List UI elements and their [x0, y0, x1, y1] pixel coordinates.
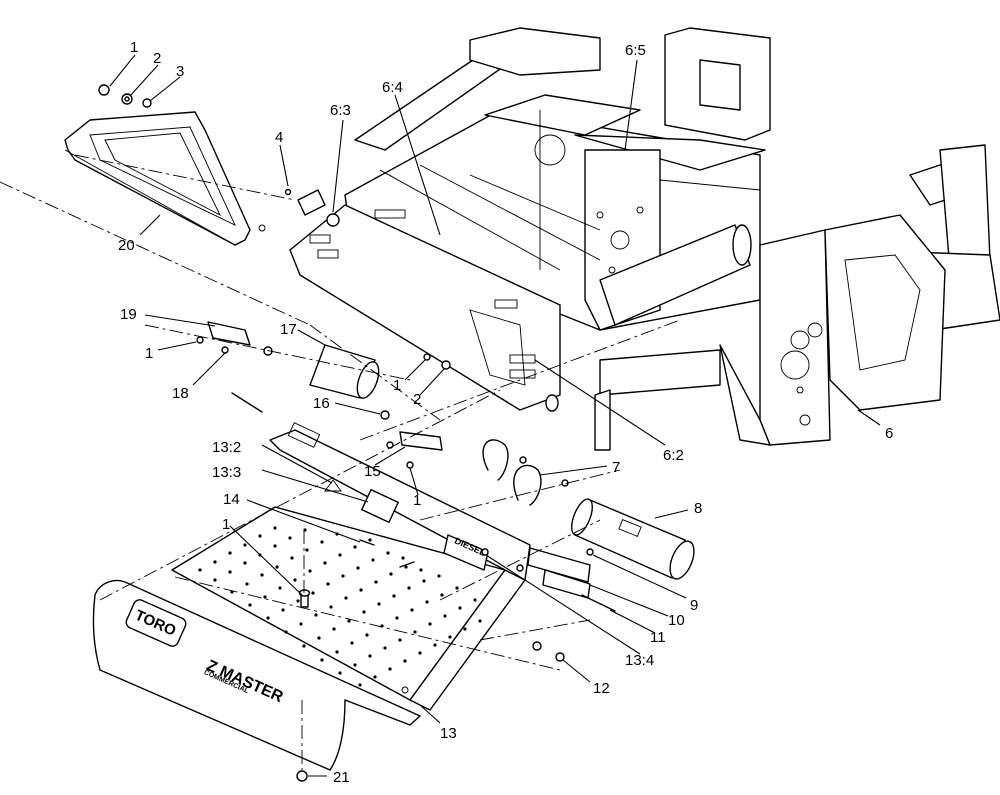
- bolts: [231, 392, 565, 662]
- callout-3: 3: [176, 63, 184, 80]
- small-hardware: [380, 353, 451, 420]
- callout-1e: 1: [222, 516, 230, 533]
- callout-17: 17: [280, 321, 297, 338]
- callout-8: 8: [694, 500, 702, 517]
- callout-4: 4: [275, 129, 283, 146]
- callout-21: 21: [333, 769, 350, 786]
- callout-labels: 1 2 3 4 6:3 6:4 6:5 20 19 1 18 17 1 2 16…: [118, 39, 893, 786]
- callout-9: 9: [690, 597, 698, 614]
- callout-15: 15: [364, 463, 381, 480]
- callout-16: 16: [313, 395, 330, 412]
- callout-13-4: 13:4: [625, 652, 654, 669]
- part-10-plate: [527, 547, 616, 612]
- callout-6: 6: [885, 425, 893, 442]
- main-frame: [289, 27, 1000, 451]
- leader-lines: [109, 54, 881, 777]
- assembly-lines: [0, 154, 681, 671]
- callout-14: 14: [223, 491, 240, 508]
- part-19-clip: [196, 321, 273, 356]
- callout-12: 12: [593, 680, 610, 697]
- callout-1d: 1: [413, 492, 421, 509]
- callout-13-3: 13:3: [212, 464, 241, 481]
- cover-hardware: [98, 84, 152, 108]
- callout-1b: 1: [145, 345, 153, 362]
- part-8-tube: [571, 498, 695, 580]
- mounting-bracket: [284, 188, 340, 227]
- callout-13: 13: [440, 725, 457, 742]
- callout-18: 18: [172, 385, 189, 402]
- callout-7: 7: [612, 459, 620, 476]
- part-7-clamps: [482, 439, 569, 506]
- callout-13-2: 13:2: [212, 439, 241, 456]
- callout-6-4: 6:4: [382, 79, 403, 96]
- callout-19: 19: [120, 306, 137, 323]
- part-20-cover: [64, 111, 266, 246]
- callout-1c: 1: [393, 377, 401, 394]
- callout-11: 11: [650, 629, 666, 646]
- part-15-bracket: [386, 431, 443, 469]
- callout-2b: 2: [413, 391, 421, 408]
- callout-6-5: 6:5: [625, 42, 646, 59]
- callout-10: 10: [668, 612, 685, 629]
- callout-20: 20: [118, 237, 135, 254]
- part-17-spacer: [309, 344, 380, 399]
- callout-1: 1: [130, 39, 138, 56]
- part-13-floor-plate: DIESEL: [171, 422, 531, 711]
- callout-6-3: 6:3: [330, 102, 351, 119]
- callout-2: 2: [153, 50, 161, 67]
- callout-6-2: 6:2: [663, 447, 684, 464]
- part-21-front-shield: TORO Z MASTER COMMERCIAL: [92, 579, 421, 782]
